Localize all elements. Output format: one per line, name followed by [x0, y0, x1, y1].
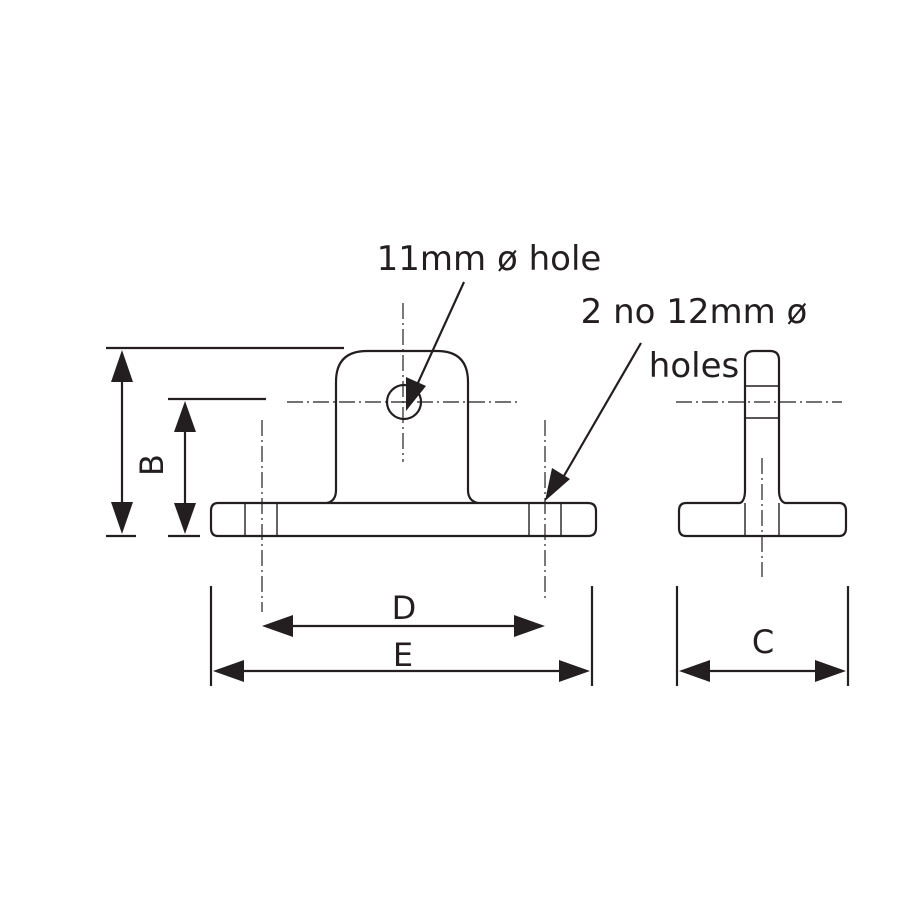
base-holes-label-line1: 2 no 12mm ø — [581, 292, 808, 332]
eye-arrow-top — [174, 401, 196, 432]
front-view — [209, 303, 598, 612]
base-holes-leader-arrow — [545, 468, 570, 501]
eye-hole-leader — [415, 281, 466, 386]
dimension-e: E — [209, 586, 594, 686]
base-holes-label-line2: holes — [649, 346, 739, 386]
eye-hole-leader-arrow — [406, 377, 426, 411]
lug-outline — [326, 349, 479, 505]
b-arrow-bottom — [111, 502, 133, 534]
dimension-d: D — [262, 589, 545, 637]
dimension-c: C — [675, 586, 850, 686]
b-arrow-top — [111, 350, 133, 382]
side-view — [676, 349, 848, 577]
base-holes-leader — [560, 342, 642, 482]
dimension-label-c: C — [752, 623, 774, 661]
dimension-label-d: D — [392, 589, 417, 627]
dimension-eye-height — [168, 397, 266, 538]
dimension-b: B — [106, 346, 344, 538]
d-arrow-right — [514, 615, 545, 637]
base-holes-callout: 2 no 12mm ø holes — [545, 292, 807, 501]
c-arrow-left — [679, 660, 710, 682]
side-base-outline — [677, 349, 848, 538]
eye-hole-callout: 11mm ø hole — [377, 239, 602, 411]
eye-arrow-bottom — [174, 503, 196, 534]
dimension-label-e: E — [393, 636, 413, 674]
e-arrow-right — [559, 660, 590, 682]
c-arrow-right — [815, 660, 846, 682]
base-plate-outline — [209, 501, 598, 538]
d-arrow-left — [262, 615, 293, 637]
eye-hole-label: 11mm ø hole — [377, 239, 602, 279]
e-arrow-left — [213, 660, 244, 682]
dimension-label-b: B — [133, 454, 171, 476]
